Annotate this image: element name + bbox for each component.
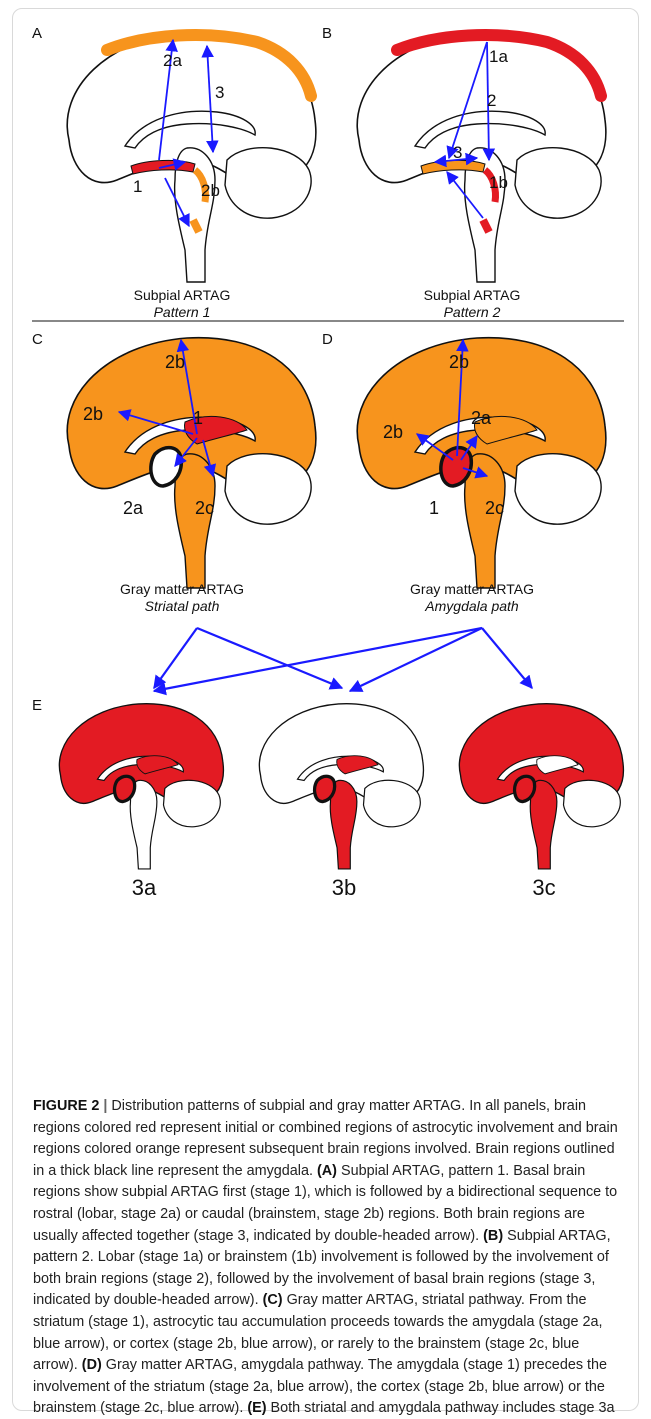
caption-b-label: (B) <box>483 1228 503 1244</box>
brain-3a <box>59 704 223 869</box>
caption-c-label: (C) <box>263 1292 283 1308</box>
stage-label: 2c <box>485 498 504 518</box>
panel-c: C 1 2a 2b 2b 2c Gray matter ARTAG Striat… <box>32 331 316 614</box>
panel-b: B 1a 1b 2 3 Subpial ARTAG Pattern 2 <box>322 25 606 320</box>
brainstem-region-orange <box>175 454 215 588</box>
panel-d: D 1 2a 2b 2b 2c Gray matter ARTAG Amygda… <box>322 331 606 614</box>
stage-label: 2a <box>163 51 182 70</box>
stage-label: 2b <box>201 181 220 200</box>
stage-label-3b: 3b <box>332 875 356 900</box>
stage-label: 2c <box>195 498 214 518</box>
panel-letter-a: A <box>32 25 42 42</box>
pathway-arrows <box>154 628 532 691</box>
stage-label: 1 <box>133 177 142 196</box>
stage-label: 2 <box>487 91 496 110</box>
panel-a-title: Subpial ARTAG <box>134 287 231 303</box>
panel-a: A 1 2a 2b 3 Subpial ARTAG Pattern 1 <box>32 25 316 320</box>
stage-label: 1a <box>489 47 508 66</box>
stage-label: 1 <box>193 408 203 428</box>
stage-label: 3 <box>453 143 462 162</box>
caption-e-label: (E) <box>247 1400 266 1416</box>
stage-label-3a: 3a <box>132 875 157 900</box>
figure-2: A 1 2a 2b 3 Subpial ARTAG Pattern 1 B <box>12 8 639 1090</box>
caption-a-label: (A) <box>317 1163 337 1179</box>
stage-label-3c: 3c <box>532 875 555 900</box>
panel-b-title: Subpial ARTAG <box>424 287 521 303</box>
panel-a-subtitle: Pattern 1 <box>154 304 211 320</box>
stage-label: 2b <box>383 422 403 442</box>
figure-caption: FIGURE 2|Distribution patterns of subpia… <box>33 1096 625 1419</box>
stage-label: 2b <box>449 352 469 372</box>
caption-d-label: (D) <box>82 1357 102 1373</box>
panel-letter-b: B <box>322 25 332 42</box>
figure-illustration: A 1 2a 2b 3 Subpial ARTAG Pattern 1 B <box>12 8 639 1090</box>
stage-label: 1b <box>489 173 508 192</box>
panel-letter-e: E <box>32 697 42 714</box>
brainstem-region-orange <box>465 454 505 588</box>
stage-label: 2a <box>123 498 144 518</box>
panel-d-subtitle: Amygdala path <box>424 598 519 614</box>
brain-3b <box>259 704 423 869</box>
caption-separator: | <box>99 1098 111 1114</box>
panel-e: E 3a 3b 3c <box>32 697 623 900</box>
stage-label: 2a <box>471 408 492 428</box>
figure-label: FIGURE 2 <box>33 1098 99 1114</box>
brain-3c <box>459 704 623 869</box>
stage-label: 2b <box>165 352 185 372</box>
stage-label: 3 <box>215 83 224 102</box>
stage-label: 2b <box>83 404 103 424</box>
panel-letter-c: C <box>32 331 43 348</box>
panel-d-title: Gray matter ARTAG <box>410 581 534 597</box>
panel-b-subtitle: Pattern 2 <box>444 304 501 320</box>
panel-c-subtitle: Striatal path <box>145 598 220 614</box>
panel-letter-d: D <box>322 331 333 348</box>
caption-title: Distribution patterns of subpial and gra… <box>111 1098 465 1114</box>
panel-c-title: Gray matter ARTAG <box>120 581 244 597</box>
stage-label: 1 <box>429 498 439 518</box>
